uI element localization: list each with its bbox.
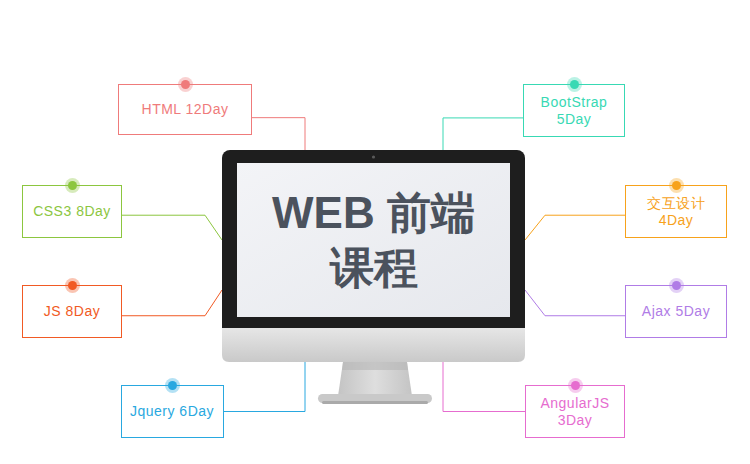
monitor-base xyxy=(318,394,432,403)
course-box: AngularJS 3Day xyxy=(525,385,625,438)
course-box: Ajax 5Day xyxy=(625,285,727,338)
box-dot xyxy=(168,381,177,390)
course-box: HTML 12Day xyxy=(118,84,252,135)
course-box: 交互设计 4Day xyxy=(625,185,727,238)
leader-line xyxy=(443,118,523,150)
course-box: BootStrap 5Day xyxy=(523,84,625,137)
monitor-screen xyxy=(237,163,510,317)
base-shadow xyxy=(322,401,428,404)
course-label: HTML 12Day xyxy=(142,101,229,118)
box-dot xyxy=(672,281,681,290)
camera-dot xyxy=(372,155,375,158)
monitor-chin xyxy=(222,328,525,362)
leader-line xyxy=(224,362,306,412)
course-label: 交互设计 4Day xyxy=(640,195,712,229)
monitor-node: WEB 前端课程 xyxy=(222,150,525,362)
box-dot xyxy=(672,181,681,190)
course-label: Jquery 6Day xyxy=(130,403,214,420)
box-dot xyxy=(570,80,579,89)
box-dot xyxy=(68,281,77,290)
leader-line xyxy=(443,362,525,412)
course-box: Jquery 6Day xyxy=(121,385,224,438)
leader-line xyxy=(525,215,625,240)
course-box: JS 8Day xyxy=(22,285,122,338)
course-label: AngularJS 3Day xyxy=(537,395,613,429)
course-box: CSS3 8Day xyxy=(22,185,122,238)
course-label: BootStrap 5Day xyxy=(536,94,612,128)
course-label: CSS3 8Day xyxy=(33,203,111,220)
screen-title: WEB 前端课程 xyxy=(266,185,481,295)
neck-shadow xyxy=(342,362,408,370)
leader-line xyxy=(122,290,222,316)
screen-text-area: WEB 前端课程 xyxy=(237,163,510,317)
course-label: Ajax 5Day xyxy=(642,303,710,320)
leader-line xyxy=(252,118,305,150)
monitor-neck xyxy=(338,362,412,396)
box-dot xyxy=(181,80,190,89)
leader-line xyxy=(122,215,222,240)
monitor-bezel xyxy=(222,150,525,336)
course-label: JS 8Day xyxy=(44,303,100,320)
leader-line xyxy=(525,290,625,316)
box-dot xyxy=(571,381,580,390)
box-dot xyxy=(68,181,77,190)
